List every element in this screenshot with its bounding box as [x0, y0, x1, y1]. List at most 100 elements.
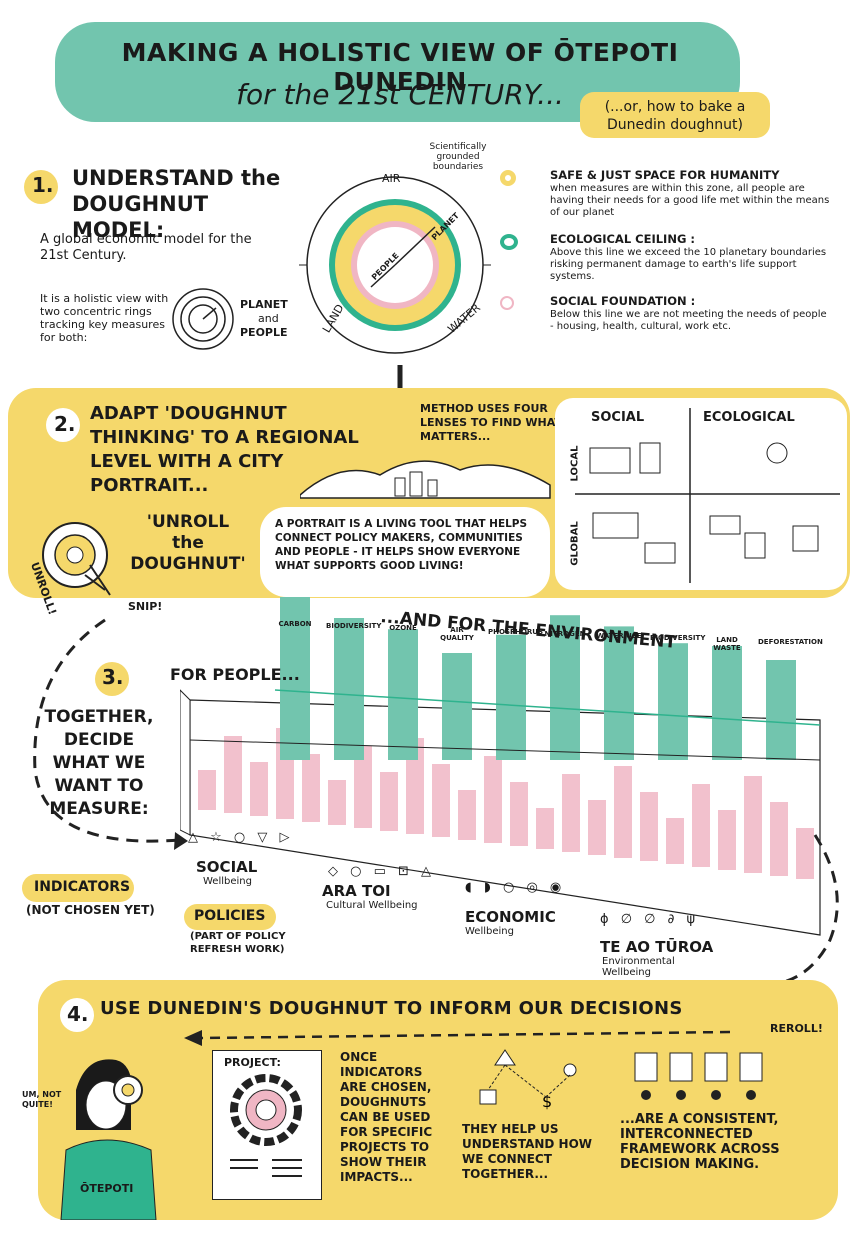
policies-label: POLICIES — [194, 908, 266, 924]
step4-text-connect: THEY HELP US UNDERSTAND HOW WE CONNECT T… — [462, 1122, 593, 1181]
social-bar — [328, 780, 346, 825]
svg-text:$: $ — [542, 1092, 552, 1111]
environment-column-label: CARBON — [278, 620, 312, 628]
environment-column-label: BIODIVERSITY — [326, 622, 382, 630]
step1-description: A global economic model for the 21st Cen… — [40, 232, 252, 263]
environment-column-label: AIR QUALITY — [440, 626, 474, 642]
step3-number: 3. — [102, 665, 124, 689]
step4-heading: USE DUNEDIN'S DOUGHNUT TO INFORM OUR DEC… — [100, 998, 683, 1019]
social-bar — [614, 766, 632, 858]
social-bar — [744, 776, 762, 873]
doughnut-legend: SAFE & JUST SPACE FOR HUMANITY when meas… — [500, 168, 840, 354]
environment-bar — [658, 643, 688, 760]
economic-symbols: ◖ ◗ ○ ◎ ◉ — [465, 880, 566, 895]
environment-column-label: DEFORESTATION — [758, 638, 823, 646]
page-title-line2: for the 21st CENTURY... — [236, 78, 564, 111]
social-bar — [536, 808, 554, 849]
step2-badge — [46, 408, 80, 442]
legend-item-ecological-ceiling: ECOLOGICAL CEILING : Above this line we … — [500, 232, 840, 294]
step2-method: METHOD USES FOUR LENSES TO FIND WHAT MAT… — [420, 402, 562, 443]
lens-ecological-label: ECOLOGICAL — [703, 410, 795, 425]
social-bar — [796, 828, 814, 879]
social-bar — [588, 800, 606, 855]
legend-text: when measures are within this zone, all … — [550, 183, 830, 218]
indicators-label: INDICATORS — [34, 879, 131, 895]
step4-badge — [60, 998, 94, 1032]
legend-item-safe-space: SAFE & JUST SPACE FOR HUMANITY when meas… — [500, 168, 840, 232]
social-bar — [640, 792, 658, 861]
category-ara-toi: ARA TOI — [322, 882, 391, 900]
legend-text: Below this line we are not meeting the n… — [550, 309, 827, 332]
lenses-grid: SOCIAL ECOLOGICAL LOCAL GLOBAL — [555, 398, 847, 590]
step3-badge — [95, 662, 129, 696]
social-bar — [666, 818, 684, 864]
mini-rings-icon — [172, 288, 234, 350]
social-bar — [510, 782, 528, 846]
environment-bar — [550, 615, 580, 760]
environment-bar — [442, 653, 472, 760]
step4-band — [38, 980, 838, 1220]
city-skyline-icon — [300, 460, 551, 499]
step4-text-projects: ONCE INDICATORS ARE CHOSEN, DOUGHNUTS CA… — [340, 1050, 433, 1184]
policies-note: (PART OF POLICY REFRESH WORK) — [190, 931, 286, 955]
reroll-label: REROLL! — [770, 1022, 823, 1035]
policies-highlight — [184, 904, 276, 930]
um-not-quite-label: UM, NOT QUITE! — [22, 1090, 62, 1109]
category-economic: ECONOMIC — [465, 908, 556, 926]
legend-title: ECOLOGICAL CEILING : — [550, 232, 696, 246]
step4-text-framework: ...ARE A CONSISTENT, INTERCONNECTED FRAM… — [620, 1112, 780, 1172]
step1-number: 1. — [32, 173, 54, 197]
step2-heading: ADAPT 'DOUGHNUT THINKING' TO A REGIONAL … — [90, 403, 359, 496]
legend-title: SOCIAL FOUNDATION : — [550, 294, 696, 308]
lens-social-label: SOCIAL — [591, 410, 645, 425]
social-bar — [354, 746, 372, 828]
environment-bar — [604, 626, 634, 760]
social-foundation-swatch — [500, 296, 514, 310]
social-bar — [718, 810, 736, 870]
environment-column-label: OZONE — [389, 624, 417, 632]
ecological-ceiling-swatch — [500, 234, 518, 250]
environment-bar — [388, 629, 418, 760]
portrait-note-box — [260, 507, 550, 597]
category-te-ao-turoa-sub: Environmental Wellbeing — [602, 956, 675, 978]
social-bar — [562, 774, 580, 852]
shirt-label: ŌTEPOTI — [80, 1182, 134, 1195]
environment-bar — [280, 597, 310, 760]
social-bar — [432, 764, 450, 837]
social-bar — [250, 762, 268, 816]
step3-heading: TOGETHER, DECIDE WHAT WE WANT TO MEASURE… — [44, 707, 154, 819]
ara-toi-symbols: ◇ ○ ▭ ⊡ △ — [328, 864, 436, 879]
framework-icon — [634, 1052, 763, 1100]
social-bar — [302, 754, 320, 822]
environment-bar — [766, 660, 796, 760]
social-bar — [380, 772, 398, 831]
category-te-ao-turoa: TE AO TŪROA — [600, 938, 714, 956]
environment-bars — [280, 597, 796, 760]
step2-number: 2. — [54, 412, 76, 436]
unroll-doughnut-icon — [42, 522, 111, 596]
unrolled-doughnut-chart — [180, 597, 821, 936]
person-illustration — [60, 1059, 157, 1220]
ring-label-planet: PLANET — [240, 298, 288, 311]
step4-number: 4. — [67, 1002, 89, 1026]
page-title: MAKING A HOLISTIC VIEW OF ŌTEPOTI DUNEDI… — [121, 38, 679, 96]
category-ara-toi-sub: Cultural Wellbeing — [326, 900, 418, 911]
step1-heading: UNDERSTAND the DOUGHNUT MODEL: — [72, 166, 281, 242]
project-label: PROJECT: — [224, 1056, 281, 1069]
environment-bar — [712, 646, 742, 760]
category-social-sub: Wellbeing — [203, 876, 252, 887]
network-icon: $ — [479, 1049, 577, 1111]
environment-column-label: NITROGEN — [544, 630, 586, 638]
social-symbols: △ ☆ ○ ▽ ▷ — [188, 830, 294, 845]
step1-badge — [24, 170, 58, 204]
step1-description-2: It is a holistic view with two concentri… — [40, 292, 169, 344]
unroll-title: 'UNROLL the DOUGHNUT' — [130, 512, 246, 574]
for-people-label: FOR PEOPLE... — [170, 665, 300, 684]
environment-bar — [334, 618, 364, 760]
subtitle: (...or, how to bake a Dunedin doughnut) — [604, 99, 746, 133]
category-economic-sub: Wellbeing — [465, 926, 514, 937]
legend-title: SAFE & JUST SPACE FOR HUMANITY — [550, 168, 780, 182]
dashed-left-arrow — [184, 1030, 731, 1046]
environment-column-label: BIODIVERSITY — [650, 634, 706, 642]
doughnut-diagram — [299, 176, 491, 354]
